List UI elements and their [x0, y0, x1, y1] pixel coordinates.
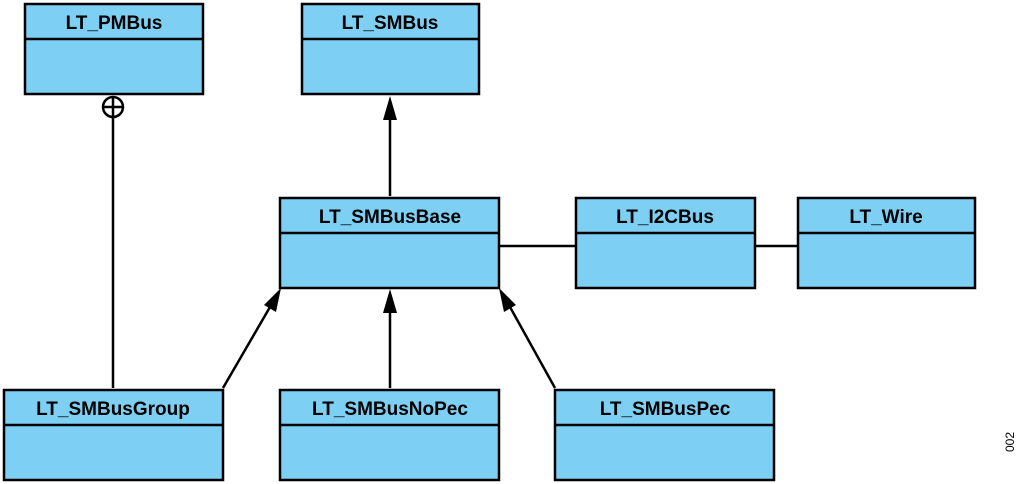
class-lt-smbusgroup: LT_SMBusGroup: [2, 388, 225, 482]
class-lt-smbus: LT_SMBus: [300, 2, 481, 96]
inheritance-line-group-base: [221, 306, 272, 389]
class-lt-pmbus: LT_PMBus: [23, 2, 205, 96]
class-lt-i2cbus: LT_I2CBus: [574, 196, 757, 290]
class-name: LT_SMBusBase: [319, 207, 461, 228]
inheritance-line-pec-base: [508, 306, 557, 389]
class-lt-smbuspec: LT_SMBusPec: [553, 388, 776, 482]
arrowhead-icon: [383, 96, 397, 120]
arrowhead-icon: [264, 288, 281, 312]
connectors: [101, 95, 798, 389]
arrowhead-icon: [383, 289, 397, 313]
figure-id: 002: [1003, 431, 1017, 452]
class-name: LT_SMBusGroup: [36, 399, 190, 420]
arrowhead-icon: [499, 288, 516, 312]
class-name: LT_I2CBus: [616, 207, 714, 228]
class-lt-smbusnopec: LT_SMBusNoPec: [278, 388, 501, 482]
class-lt-wire: LT_Wire: [796, 196, 977, 290]
class-name: LT_SMBusPec: [600, 399, 731, 420]
class-name: LT_SMBusNoPec: [312, 399, 468, 420]
class-lt-smbusbase: LT_SMBusBase: [278, 196, 501, 290]
class-name: LT_PMBus: [66, 13, 163, 34]
class-name: LT_SMBus: [342, 13, 439, 34]
nesting-circle-plus-icon: [101, 95, 125, 119]
class-name: LT_Wire: [849, 207, 922, 228]
